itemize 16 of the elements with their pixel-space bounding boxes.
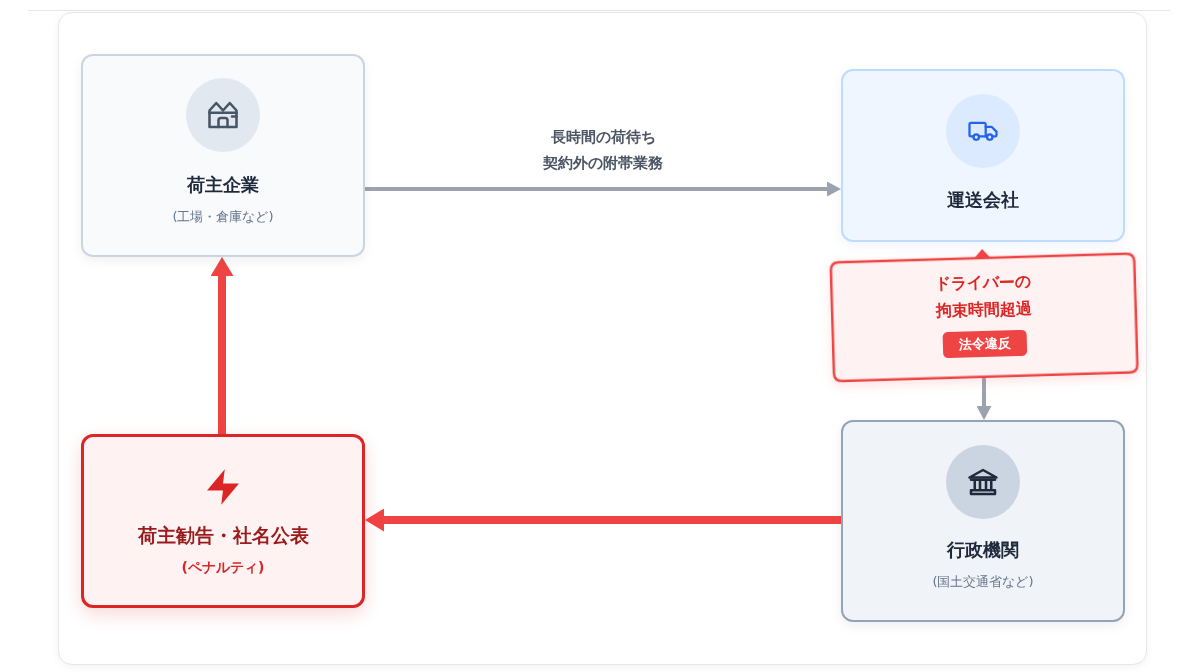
node-subtitle: (国土交通省など) — [932, 573, 1034, 591]
entity-box — [841, 420, 1125, 622]
callout-text: ドライバーの拘束時間超過 — [933, 270, 1034, 322]
node-title: 荷主勧告・社名公表 — [137, 523, 309, 548]
penalty-box — [81, 434, 365, 608]
entity-box — [841, 69, 1125, 242]
node-title: 運送会社 — [947, 188, 1019, 212]
node-subtitle: (ペナルティ) — [181, 558, 265, 577]
arrow — [365, 508, 841, 532]
arrow — [210, 257, 234, 434]
entity-box — [81, 54, 365, 257]
node-title: 行政機関 — [947, 538, 1019, 562]
node-title: 荷主企業 — [187, 173, 259, 197]
node-subtitle: (工場・倉庫など) — [172, 208, 274, 226]
arrow — [365, 181, 841, 197]
arrow — [976, 378, 992, 420]
